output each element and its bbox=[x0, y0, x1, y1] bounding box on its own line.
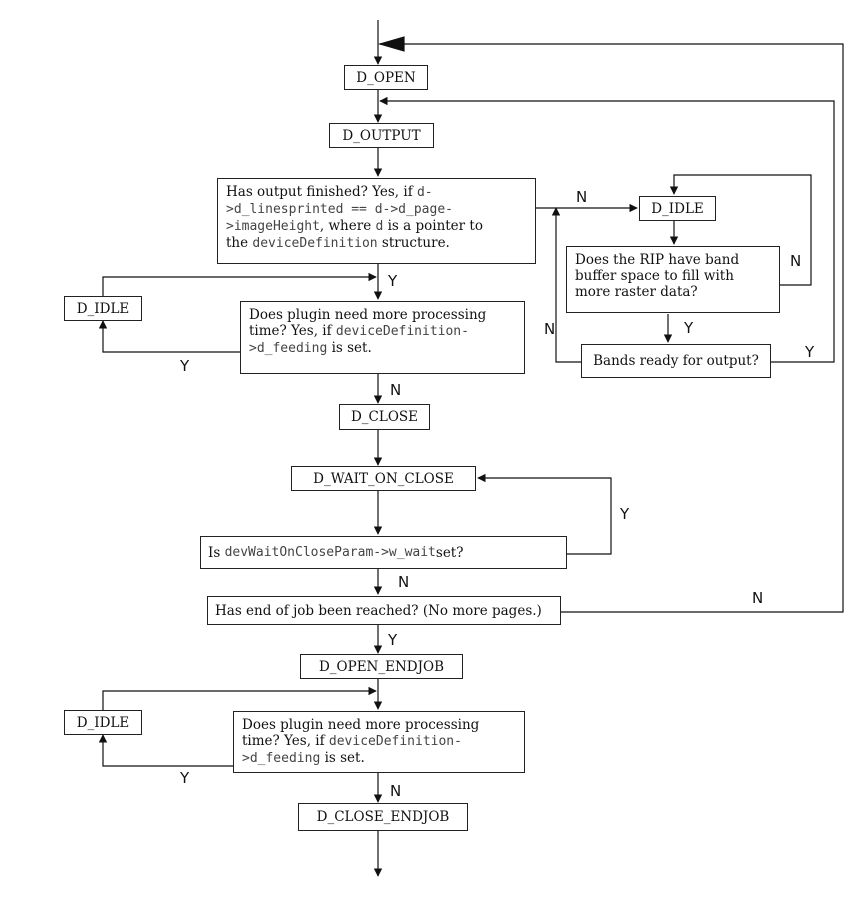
state-d-close: D_CLOSE bbox=[339, 404, 430, 430]
code: devWaitOnCloseParam->w_wait bbox=[224, 544, 436, 560]
edge-label-plugin2-yes: Y bbox=[180, 769, 190, 787]
text: Is bbox=[208, 544, 221, 561]
state-label: D_OUTPUT bbox=[342, 127, 421, 144]
question-wait-param: Is devWaitOnCloseParam->w_wait set? bbox=[200, 536, 567, 569]
text: buffer space to fill with bbox=[575, 268, 734, 284]
edge-band-no bbox=[669, 174, 812, 286]
edge-wait-yes bbox=[477, 473, 612, 555]
edge-label-end-job-yes: Y bbox=[388, 631, 398, 649]
edge-bands-ready-no bbox=[551, 207, 582, 363]
state-d-output: D_OUTPUT bbox=[329, 123, 434, 148]
edge-label-end-job-no: N bbox=[752, 589, 764, 607]
state-label: D_IDLE bbox=[76, 714, 130, 731]
edge-end-job-no-loop bbox=[380, 43, 844, 613]
edge-label-bands-ready-yes: Y bbox=[805, 343, 815, 361]
question-output-finished: Has output finished? Yes, if d- >d_lines… bbox=[217, 178, 536, 264]
text: , where bbox=[319, 218, 376, 234]
text: Does plugin need more processing bbox=[242, 717, 480, 733]
edge-label-plugin1-no: N bbox=[390, 381, 402, 399]
state-label: D_IDLE bbox=[76, 300, 130, 317]
state-d-wait-on-close: D_WAIT_ON_CLOSE bbox=[291, 466, 476, 491]
state-label: D_OPEN bbox=[356, 69, 416, 86]
edge-plugin2-yes bbox=[98, 734, 233, 767]
code: >d_feeding bbox=[242, 751, 321, 766]
edge-label-band-yes: Y bbox=[684, 319, 694, 337]
state-d-idle-left-1: D_IDLE bbox=[64, 296, 142, 321]
edge-idle1-return bbox=[102, 272, 377, 296]
edge-label-plugin1-yes: Y bbox=[180, 357, 190, 375]
state-d-idle-left-2: D_IDLE bbox=[64, 710, 142, 735]
code: deviceDefinition- bbox=[335, 324, 469, 339]
code: d- bbox=[416, 185, 433, 200]
text: Bands ready for output? bbox=[593, 353, 759, 369]
edge-plugin1-yes bbox=[98, 320, 240, 353]
code: deviceDefinition bbox=[252, 236, 378, 251]
text: is set. bbox=[320, 750, 365, 766]
edge-label-bands-ready-no: N bbox=[544, 320, 556, 338]
code: >imageHeight bbox=[226, 219, 320, 234]
code: >d_linesprinted == d->d_page- bbox=[226, 202, 453, 217]
edge-label-finished-yes: Y bbox=[388, 272, 398, 290]
state-d-idle-right: D_IDLE bbox=[639, 196, 716, 221]
text: time? Yes, if bbox=[242, 733, 329, 749]
question-end-of-job: Has end of job been reached? (No more pa… bbox=[207, 596, 561, 625]
text: time? Yes, if bbox=[249, 323, 336, 339]
loop-arrowhead bbox=[377, 36, 405, 52]
edge-label-wait-no: N bbox=[398, 573, 410, 591]
state-label: D_WAIT_ON_CLOSE bbox=[313, 470, 454, 487]
text: the bbox=[226, 235, 253, 251]
state-label: D_IDLE bbox=[651, 200, 704, 217]
code: deviceDefinition- bbox=[328, 734, 462, 749]
text: is set. bbox=[327, 340, 372, 356]
state-label: D_CLOSE bbox=[350, 409, 419, 425]
text: Has output finished? Yes, if bbox=[226, 184, 417, 200]
question-band-buffer-space: Does the RIP have band buffer space to f… bbox=[566, 246, 780, 313]
question-plugin-time-2: Does plugin need more processing time? Y… bbox=[233, 711, 525, 773]
question-plugin-time-1: Does plugin need more processing time? Y… bbox=[240, 301, 525, 374]
edge-label-plugin2-no: N bbox=[390, 782, 402, 800]
state-d-close-endjob: D_CLOSE_ENDJOB bbox=[298, 803, 468, 831]
text: Does the RIP have band bbox=[575, 252, 740, 268]
text: more raster data? bbox=[575, 284, 698, 300]
state-label: D_CLOSE_ENDJOB bbox=[316, 809, 450, 825]
text: Has end of job been reached? (No more pa… bbox=[215, 602, 542, 619]
text: set? bbox=[435, 544, 464, 561]
state-d-open: D_OPEN bbox=[344, 65, 428, 90]
edge-label-finished-no: N bbox=[576, 188, 588, 206]
edge-label-wait-yes: Y bbox=[620, 505, 630, 523]
state-label: D_OPEN_ENDJOB bbox=[318, 658, 445, 675]
question-bands-ready: Bands ready for output? bbox=[581, 344, 771, 378]
code: >d_feeding bbox=[249, 341, 328, 356]
text: structure. bbox=[377, 235, 450, 251]
edge-bands-ready-yes bbox=[379, 96, 835, 363]
text: is a pointer to bbox=[383, 218, 483, 234]
text: Does plugin need more processing bbox=[249, 307, 487, 323]
edge-label-band-no: N bbox=[790, 252, 802, 270]
state-d-open-endjob: D_OPEN_ENDJOB bbox=[300, 654, 463, 679]
edge-idle2-return bbox=[102, 686, 377, 710]
code: d bbox=[375, 219, 384, 234]
